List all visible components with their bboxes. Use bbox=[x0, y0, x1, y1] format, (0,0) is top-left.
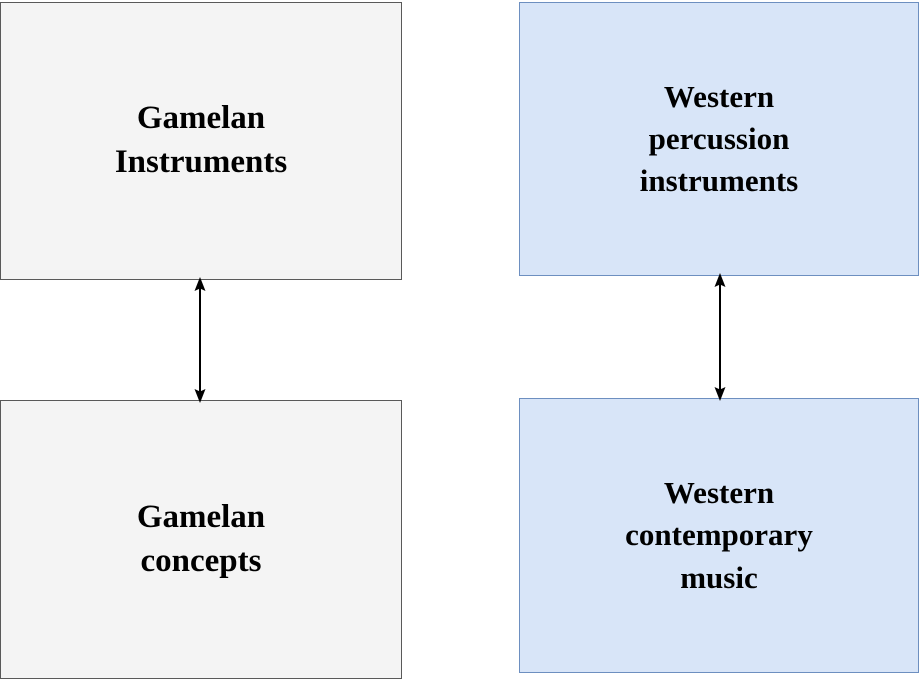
node-western-percussion-instruments-label: Western percussion instruments bbox=[639, 78, 799, 199]
node-western-contemporary-music[interactable]: Western contemporary music bbox=[519, 398, 919, 673]
node-gamelan-concepts-label: Gamelan concepts bbox=[136, 498, 266, 579]
node-western-percussion-instruments[interactable]: Western percussion instruments bbox=[519, 2, 919, 276]
node-western-contemporary-music-label: Western contemporary music bbox=[625, 475, 813, 595]
double-arrow-icon-western-link[interactable] bbox=[704, 272, 736, 402]
node-gamelan-concepts[interactable]: Gamelan concepts bbox=[0, 400, 402, 679]
double-arrow-icon-gamelan-link[interactable] bbox=[184, 276, 216, 404]
node-gamelan-instruments-label: Gamelan Instruments bbox=[114, 100, 288, 180]
node-gamelan-instruments[interactable]: Gamelan Instruments bbox=[0, 2, 402, 280]
